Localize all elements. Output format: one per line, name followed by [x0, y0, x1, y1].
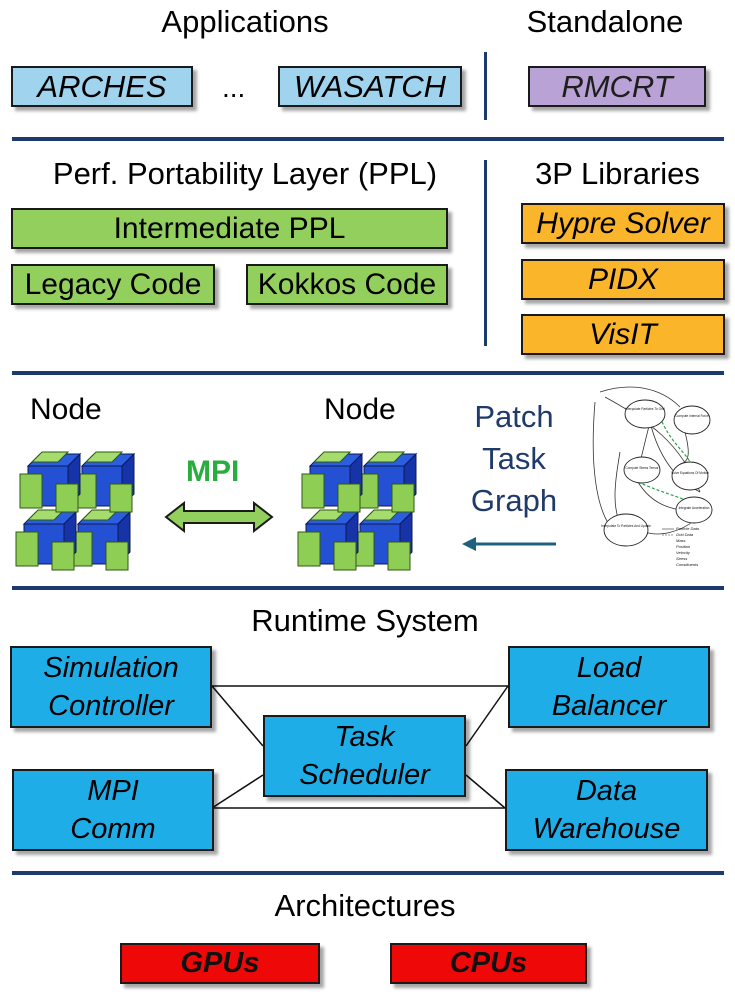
- node-label-left: Node: [30, 393, 102, 426]
- ptg-line-patch: Patch: [474, 399, 554, 434]
- graph-node: [673, 405, 711, 435]
- task-scheduler-line-2: Scheduler: [299, 759, 430, 791]
- simulation-controller-line-1: Simulation: [43, 652, 179, 684]
- library-box-pidx: PIDX: [521, 259, 725, 300]
- ppl-legacy-label: Legacy Code: [24, 267, 202, 301]
- library-box-visit: VisIT: [521, 314, 725, 355]
- library-label-visit: VisIT: [589, 317, 657, 351]
- app-label-arches: ARCHES: [37, 68, 167, 104]
- mpi-comm-line-2: Comm: [70, 813, 156, 845]
- graph-node-label: Interpolate To Particles And Update: [601, 524, 651, 528]
- graph-node: [623, 456, 661, 484]
- graph-node-label: Solve Equations Of Motion: [671, 471, 709, 475]
- patch-task-graph-label: Patch Task Graph: [455, 396, 573, 522]
- graph-node-label: Compute Internal Force: [675, 414, 709, 418]
- load-balancer-line-1: Load: [576, 652, 642, 684]
- divider-4: [12, 871, 724, 875]
- simulation-controller-line-2: Controller: [48, 690, 174, 722]
- ppl-legacy-box: Legacy Code: [11, 264, 215, 305]
- divider-3: [12, 586, 724, 590]
- library-box-hypre: Hypre Solver: [521, 203, 725, 244]
- library-label-pidx: PIDX: [587, 262, 659, 296]
- divider-2: [12, 371, 724, 375]
- arch-label-cpus: CPUs: [449, 947, 528, 979]
- ptg-line-graph: Graph: [470, 483, 558, 518]
- ppl-kokkos-box: Kokkos Code: [246, 264, 448, 305]
- graph-legend-item: Grid Data: [676, 532, 694, 537]
- vertical-divider-middle: [484, 160, 487, 346]
- mpi-comm-line-1: MPI: [87, 775, 139, 807]
- runtime-load-balancer: Load Balancer: [508, 646, 710, 728]
- graph-node: [603, 513, 649, 547]
- data-warehouse-line-2: Warehouse: [532, 813, 681, 845]
- applications-title: Applications: [161, 4, 329, 39]
- applications-ellipsis: ...: [222, 72, 246, 103]
- runtime-data-warehouse: Data Warehouse: [505, 769, 708, 851]
- load-balancer-line-2: Balancer: [551, 690, 667, 722]
- divider-1: [12, 137, 724, 141]
- arch-box-cpus: CPUs: [390, 943, 587, 984]
- graph-node-label: Interpolate Particles To Grid: [625, 407, 664, 411]
- graph-node-label: Integrate Acceleration: [679, 506, 710, 510]
- task-scheduler-line-1: Task: [334, 721, 395, 753]
- standalone-box-rmcrt: RMCRT: [528, 66, 706, 107]
- ppl-intermediate-label: Intermediate PPL: [113, 211, 346, 245]
- graph-to-node-arrow: [462, 537, 556, 551]
- graph-legend-item: Position: [676, 544, 691, 549]
- graph-legend-item: Stress: [676, 556, 687, 561]
- ptg-line-task: Task: [482, 441, 546, 476]
- app-label-wasatch: WASATCH: [293, 68, 447, 104]
- runtime-simulation-controller: Simulation Controller: [10, 646, 212, 728]
- graph-node-label: Compute Stress Tensor: [625, 466, 659, 470]
- graph-node: [671, 461, 709, 491]
- arch-box-gpus: GPUs: [120, 943, 320, 984]
- ppl-intermediate-box: Intermediate PPL: [11, 208, 448, 249]
- arch-label-gpus: GPUs: [180, 947, 260, 979]
- architectures-title: Architectures: [274, 888, 456, 923]
- libraries-title: 3P Libraries: [535, 156, 700, 191]
- graph-legend-item: Particle Data: [676, 526, 700, 531]
- mpi-double-arrow: [164, 500, 274, 534]
- graph-node: [624, 399, 666, 429]
- vertical-divider-top: [484, 52, 487, 120]
- library-label-hypre: Hypre Solver: [536, 206, 710, 240]
- standalone-label-rmcrt: RMCRT: [561, 68, 673, 104]
- graph-node: [675, 496, 713, 524]
- ppl-kokkos-label: Kokkos Code: [257, 267, 437, 301]
- graph-legend-item: Constituents: [676, 562, 698, 567]
- graph-legend-item: Velocity: [676, 550, 691, 555]
- app-box-arches: ARCHES: [11, 66, 193, 107]
- mpi-link-label: MPI: [186, 455, 240, 488]
- node-label-right: Node: [324, 393, 396, 426]
- ppl-title: Perf. Portability Layer (PPL): [52, 156, 438, 191]
- graph-legend-item: Mass: [676, 538, 686, 543]
- standalone-title: Standalone: [526, 4, 684, 39]
- runtime-task-scheduler: Task Scheduler: [263, 715, 466, 797]
- data-warehouse-line-1: Data: [575, 775, 638, 807]
- runtime-mpi-comm: MPI Comm: [12, 769, 214, 851]
- runtime-title: Runtime System: [251, 603, 479, 638]
- app-box-wasatch: WASATCH: [278, 66, 462, 107]
- task-graph-thumbnail: Interpolate Particles To Grid Compute In…: [592, 386, 713, 567]
